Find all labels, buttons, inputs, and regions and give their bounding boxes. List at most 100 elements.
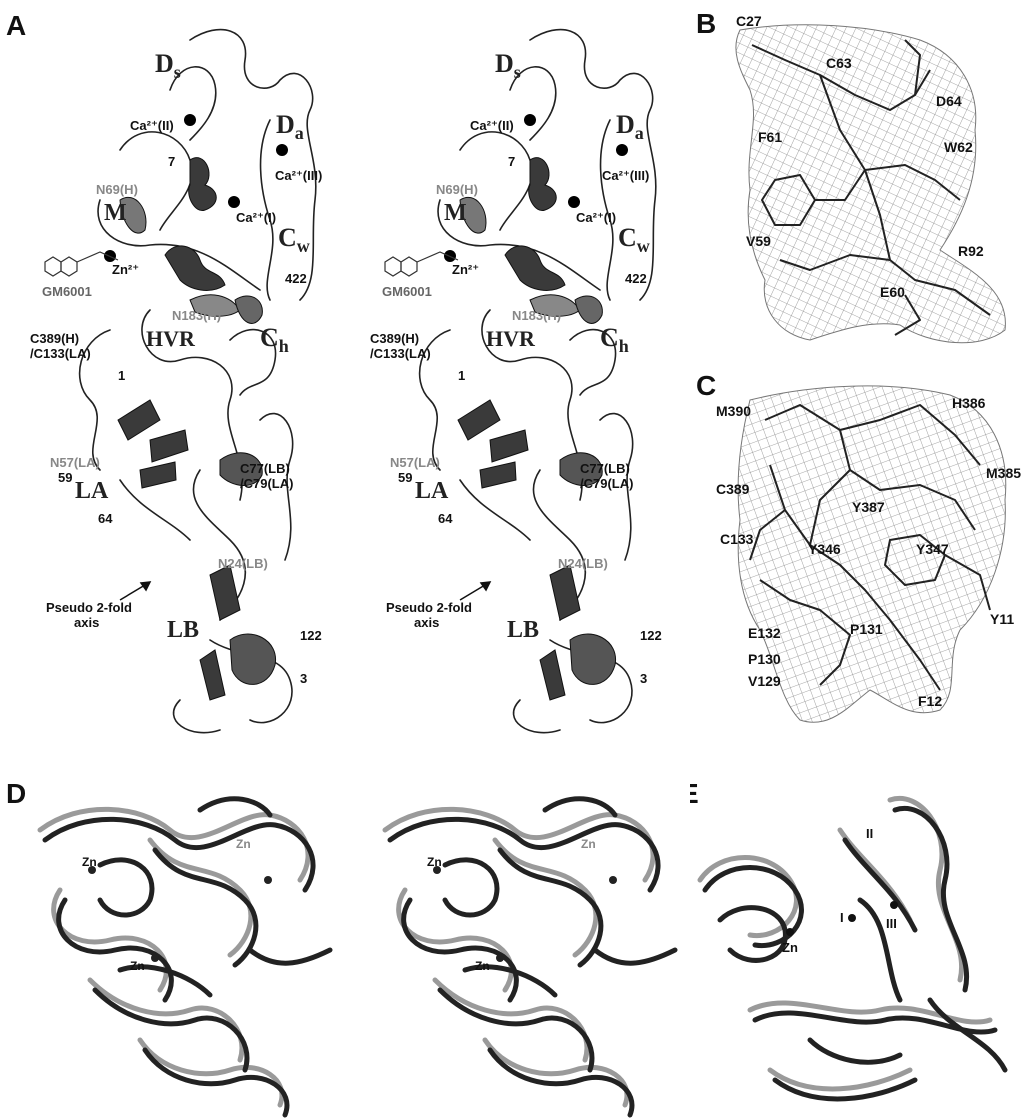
ion-label: Ca²⁺(I) bbox=[236, 210, 276, 225]
panel-c: C M390 H386 C389 M385 Y387 C133 Y346 Y34 bbox=[690, 360, 1034, 770]
residue-label: H386 bbox=[952, 395, 986, 411]
residue-label: 422 bbox=[285, 271, 307, 286]
ligand-label: GM6001 bbox=[42, 284, 92, 299]
residue-label: C389 bbox=[716, 481, 750, 497]
pseudo-axis-label: axis bbox=[74, 615, 99, 630]
residue-label: Y11 bbox=[990, 611, 1014, 627]
residue-label: 122 bbox=[300, 628, 322, 643]
residue-label: C77(LB) bbox=[580, 461, 630, 476]
residue-label: D64 bbox=[936, 93, 962, 109]
structure-a-right: Ds Da M Cw Ch LA LB HVR Ca²⁺(II) Ca²⁺(II… bbox=[340, 0, 680, 760]
residue-label: Y347 bbox=[916, 541, 949, 557]
residue-label: F12 bbox=[918, 693, 942, 709]
residue-label: 7 bbox=[168, 154, 175, 169]
residue-label: 64 bbox=[438, 511, 453, 526]
density-map-c: M390 H386 C389 M385 Y387 C133 Y346 Y347 … bbox=[690, 360, 1034, 770]
zn-label: Zn bbox=[427, 855, 442, 869]
residue-label: C27 bbox=[736, 13, 762, 29]
residue-label: N24(LB) bbox=[218, 556, 268, 571]
residue-label: /C79(LA) bbox=[240, 476, 293, 491]
residue-label: 422 bbox=[625, 271, 647, 286]
domain-label: M bbox=[444, 200, 467, 226]
residue-label: V129 bbox=[748, 673, 781, 689]
residue-label: N69(H) bbox=[96, 182, 138, 197]
ion-label: I bbox=[840, 910, 844, 925]
density-map-b: C27 C63 D64 F61 W62 V59 E60 R92 bbox=[690, 0, 1034, 360]
residue-label: /C133(LA) bbox=[370, 346, 431, 361]
zn-label: Zn bbox=[581, 837, 596, 851]
residue-label: C133 bbox=[720, 531, 754, 547]
residue-label: C77(LB) bbox=[240, 461, 290, 476]
pseudo-axis-label: axis bbox=[414, 615, 439, 630]
residue-label: 7 bbox=[508, 154, 515, 169]
residue-label: E132 bbox=[748, 625, 781, 641]
residue-label: Y387 bbox=[852, 499, 885, 515]
panel-b: B C27 C63 D64 F61 W62 V59 E60 R92 bbox=[690, 0, 1034, 360]
residue-label: W62 bbox=[944, 139, 973, 155]
pseudo-axis-label: Pseudo 2-fold bbox=[46, 600, 132, 615]
residue-label: F61 bbox=[758, 129, 782, 145]
residue-label: E60 bbox=[880, 284, 905, 300]
zn-label: Zn bbox=[130, 959, 145, 973]
residue-label: R92 bbox=[958, 243, 984, 259]
residue-label: N57(LA) bbox=[390, 455, 440, 470]
residue-label: M390 bbox=[716, 403, 751, 419]
residue-label: P130 bbox=[748, 651, 781, 667]
residue-label: 1 bbox=[118, 368, 125, 383]
domain-label: Da bbox=[276, 110, 304, 143]
zn-label: Zn bbox=[782, 940, 798, 955]
residue-label: 64 bbox=[98, 511, 113, 526]
domain-label: Cw bbox=[278, 223, 310, 256]
domain-label: HVR bbox=[486, 326, 536, 351]
residue-label: 59 bbox=[58, 470, 72, 485]
zn-label: Zn bbox=[475, 959, 490, 973]
panel-e: E bbox=[690, 770, 1034, 1120]
zn-label: Zn bbox=[82, 855, 97, 869]
panel-a: A bbox=[0, 0, 690, 770]
residue-label: P131 bbox=[850, 621, 883, 637]
residue-label: 122 bbox=[640, 628, 662, 643]
residue-label: N57(LA) bbox=[50, 455, 100, 470]
residue-label: C389(H) bbox=[370, 331, 419, 346]
residue-label: Y346 bbox=[808, 541, 841, 557]
zn-label: Zn bbox=[236, 837, 251, 851]
domain-label: LA bbox=[415, 478, 449, 504]
residue-label: C63 bbox=[826, 55, 852, 71]
domain-label: Ch bbox=[600, 323, 629, 356]
ion-label: Ca²⁺(II) bbox=[470, 118, 514, 133]
residue-label: /C133(LA) bbox=[30, 346, 91, 361]
domain-label: LB bbox=[507, 617, 539, 643]
ion-label: III bbox=[886, 916, 897, 931]
domain-label: Da bbox=[616, 110, 644, 143]
superposition-d: Zn Zn Zn bbox=[0, 770, 690, 1120]
panel-d: D bbox=[0, 770, 690, 1120]
ion-label: Ca²⁺(III) bbox=[602, 168, 649, 183]
domain-label: Ds bbox=[495, 49, 521, 82]
residue-label: /C79(LA) bbox=[580, 476, 633, 491]
residue-label: 3 bbox=[300, 671, 307, 686]
ion-label: II bbox=[866, 826, 873, 841]
structure-a-left: Ds Da M Cw Ch LA LB HVR Ca²⁺(II) Ca²⁺(II… bbox=[0, 0, 340, 760]
residue-label: N69(H) bbox=[436, 182, 478, 197]
ion-label: Ca²⁺(II) bbox=[130, 118, 174, 133]
ion-label: Ca²⁺(III) bbox=[275, 168, 322, 183]
superposition-e: II I Zn III bbox=[690, 770, 1034, 1120]
residue-label: V59 bbox=[746, 233, 771, 249]
ion-label: Ca²⁺(I) bbox=[576, 210, 616, 225]
ion-label: Zn²⁺ bbox=[112, 262, 139, 277]
domain-label: Cw bbox=[618, 223, 650, 256]
residue-label: C389(H) bbox=[30, 331, 79, 346]
residue-label: N183(H) bbox=[512, 308, 561, 323]
residue-label: N183(H) bbox=[172, 308, 221, 323]
domain-label: LA bbox=[75, 478, 109, 504]
domain-label: M bbox=[104, 200, 127, 226]
domain-label: LB bbox=[167, 617, 199, 643]
ligand-label: GM6001 bbox=[382, 284, 432, 299]
domain-label: Ch bbox=[260, 323, 289, 356]
ion-label: Zn²⁺ bbox=[452, 262, 479, 277]
residue-label: M385 bbox=[986, 465, 1021, 481]
residue-label: 59 bbox=[398, 470, 412, 485]
residue-label: 1 bbox=[458, 368, 465, 383]
domain-label: HVR bbox=[146, 326, 196, 351]
pseudo-axis-label: Pseudo 2-fold bbox=[386, 600, 472, 615]
